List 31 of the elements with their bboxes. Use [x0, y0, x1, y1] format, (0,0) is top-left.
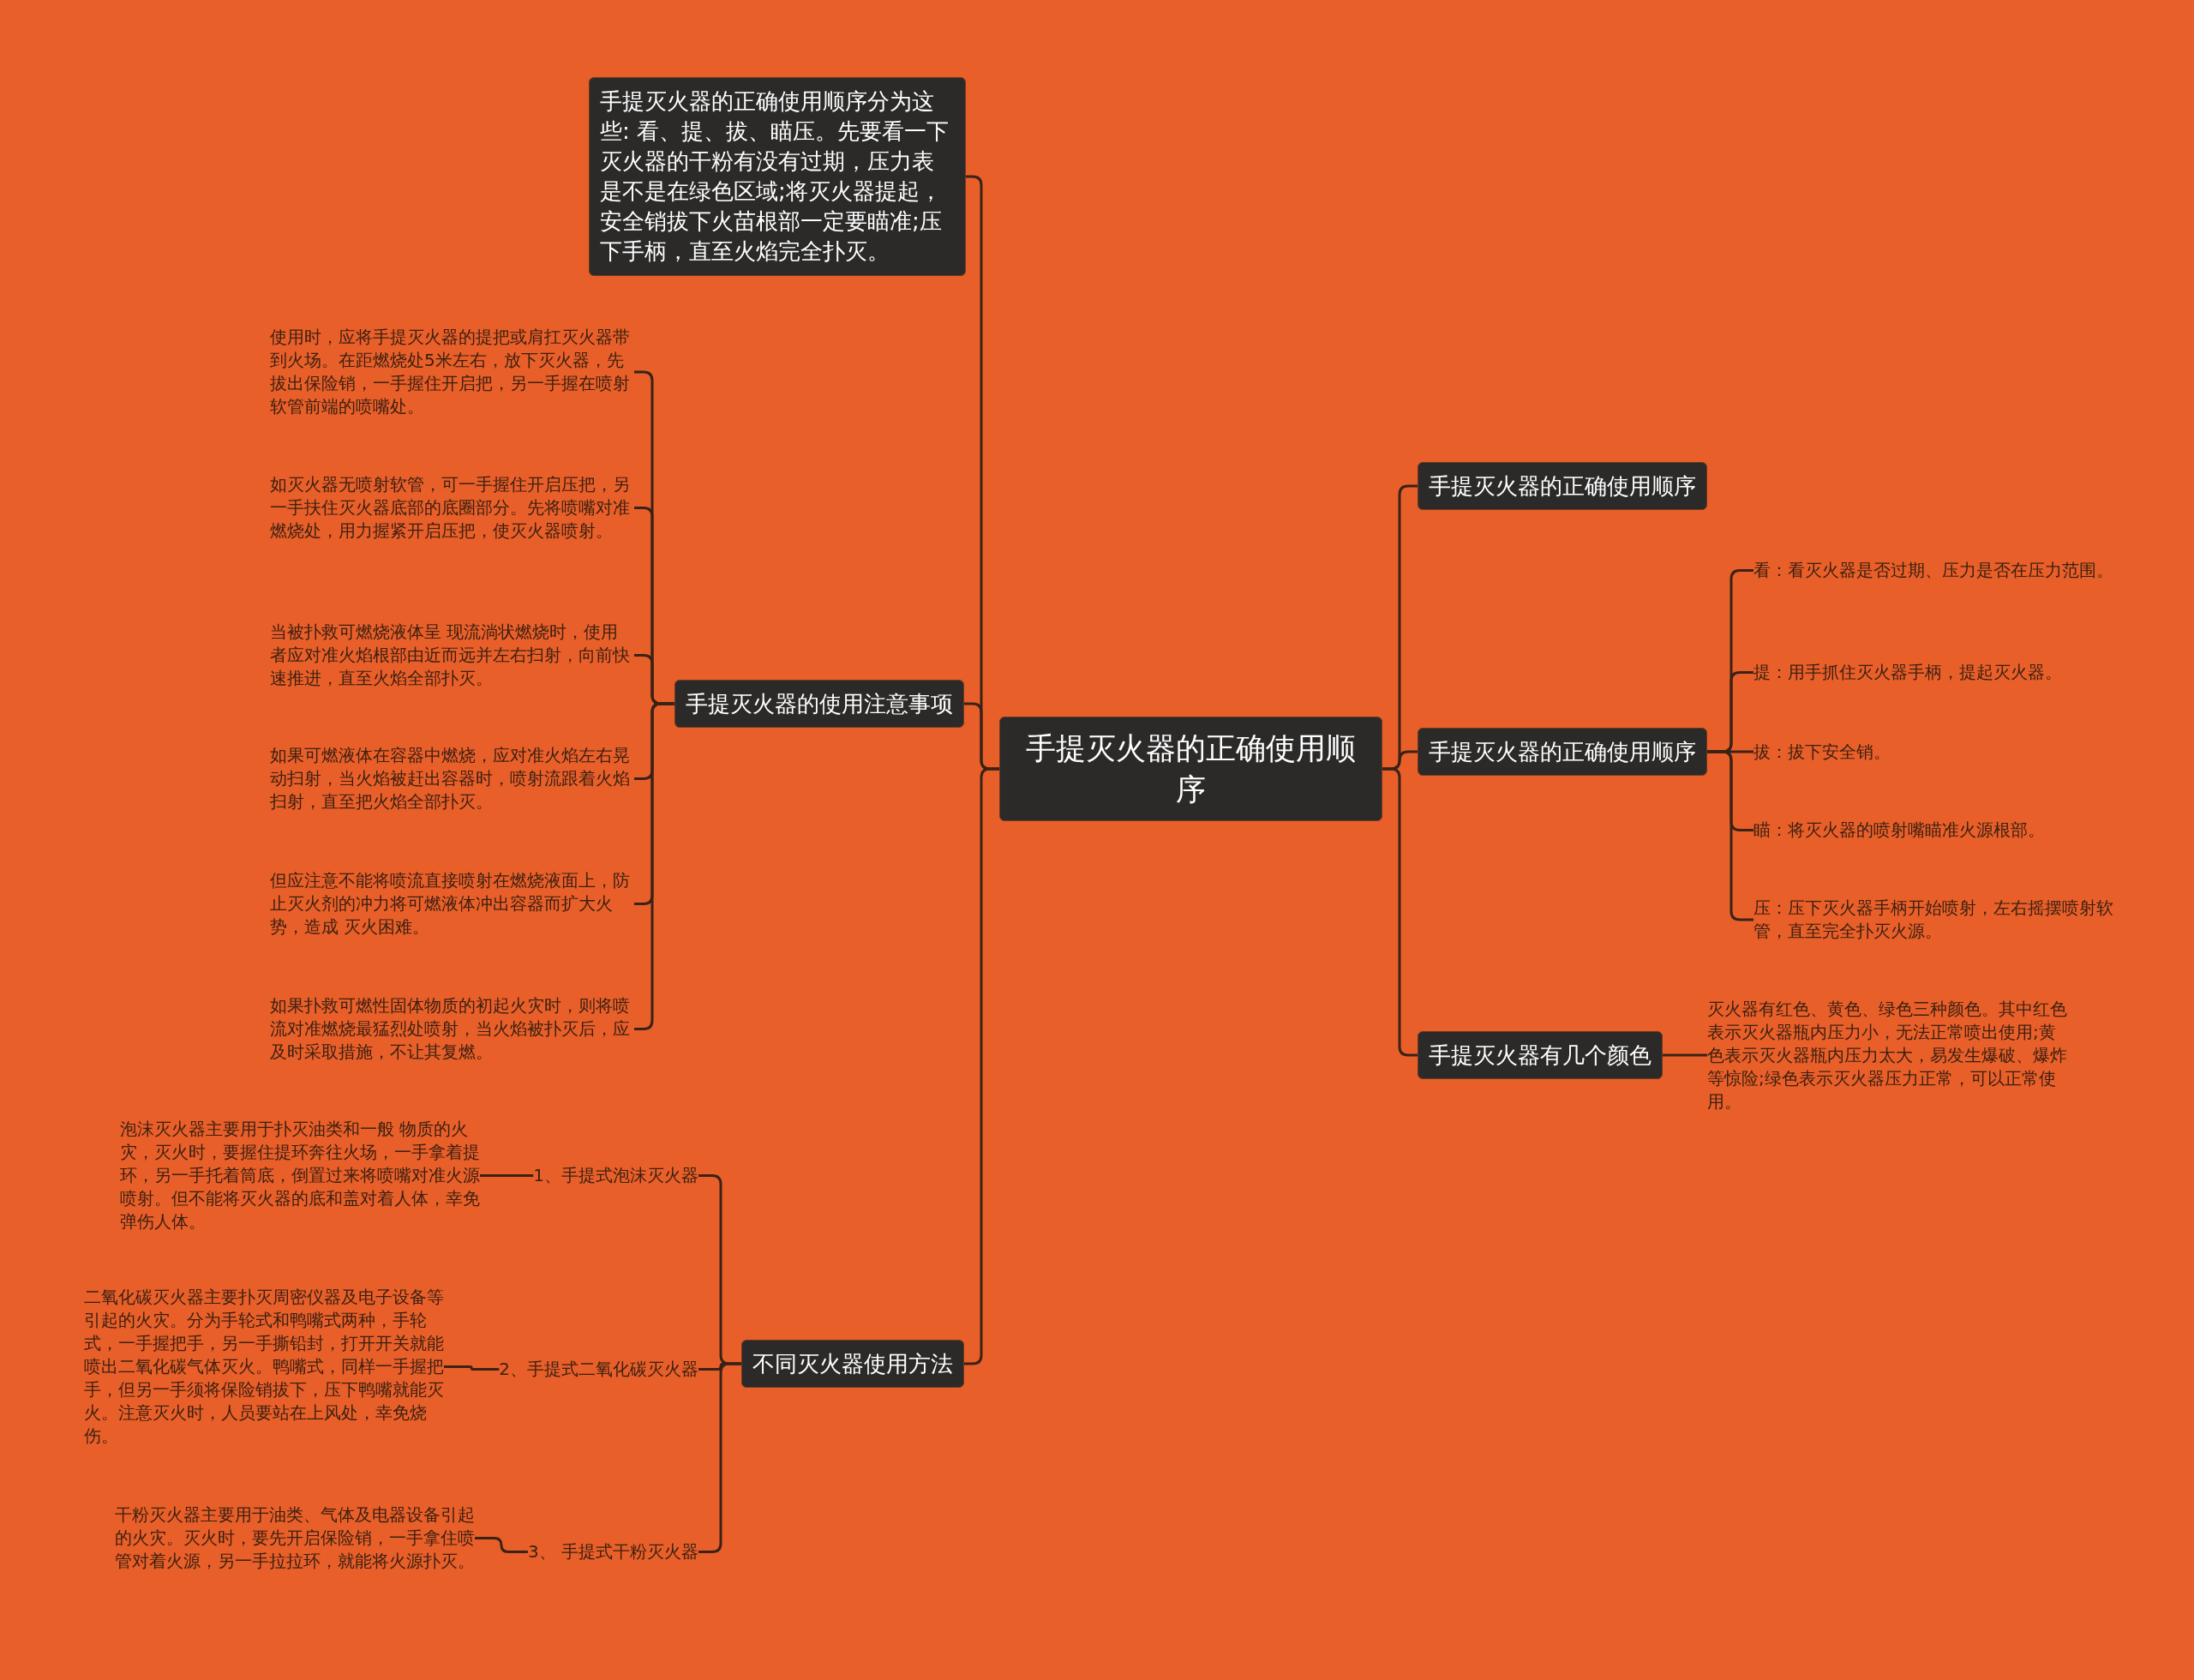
leaf-text: 拔：拔下安全销。 [1753, 741, 2122, 764]
leaf-text: 提：用手抓住灭火器手柄，提起灭火器。 [1753, 661, 2122, 684]
leaf-text: 二氧化碳灭火器主要扑灭周密仪器及电子设备等引起的火灾。分为手轮式和鸭嘴式两种，手轮式，一手握把手，另一手撕铅封，打开开关就能喷出二氧化碳气体灭火。鸭嘴式，同样一手握把手，但另一手须将保险销拔下，压下鸭嘴就能灭火。注意灭火时，人员要站在上风处，幸免烧伤。 [84, 1286, 444, 1448]
leaf-text: 如果可燃液体在容器中燃烧，应对准火焰左右晃动扫射，当火焰被赶出容器时，喷射流跟着火焰扫射，直至把火焰全部扑灭。 [270, 744, 634, 813]
connector-line [475, 1537, 528, 1553]
branch-topic-box: 不同灭火器使用方法 [741, 1340, 964, 1388]
branch-topic-box: 手提灭火器的正确使用顺序 [1418, 462, 1707, 510]
leaf-text: 泡沫灭火器主要用于扑灭油类和一般 物质的火灾，灭火时，要握住提环奔往火场，一手拿着提环，另一手托着筒底，倒置过来将喷嘴对准火源喷射。但不能将灭火器的底和盖对着人体，幸免弹伤人体。 [120, 1118, 480, 1233]
leaf-text: 如果扑救可燃性固体物质的初起火灾时，则将喷流对准燃烧最猛烈处喷射，当火焰被扑灭后，应及时采取措施，不让其复燃。 [270, 994, 634, 1064]
leaf-text: 灭火器有红色、黄色、绿色三种颜色。其中红色表示灭火器瓶内压力小，无法正常喷出使用;黄色表示灭火器瓶内压力太大，易发生爆破、爆炸等惊险;绿色表示灭火器压力正常，可以正常使用。 [1707, 998, 2071, 1113]
branch-topic-box: 手提灭火器的使用注意事项 [674, 680, 964, 728]
connector-line [480, 1174, 534, 1177]
leaf-text: 但应注意不能将喷流直接喷射在燃烧液面上，防止灭火剂的冲力将可燃液体冲出容器而扩大火势，造成 灭火困难。 [270, 869, 634, 939]
connector-line [444, 1365, 500, 1371]
connector-line [1663, 1053, 1707, 1057]
note-box: 手提灭火器的正确使用顺序分为这些: 看、提、拔、瞄压。先要看一下灭火器的干粉有没有过期，压力表是不是在绿色区域;将灭火器提起，安全销拔下火苗根部一定要瞄准;压下手柄，直至火焰完全扑灭。 [589, 77, 966, 276]
leaf-text: 看：看灭火器是否过期、压力是否在压力范围。 [1753, 559, 2122, 582]
root-topic-box: 手提灭火器的正确使用顺序 [999, 717, 1382, 821]
branch-topic-box: 手提灭火器的正确使用顺序 [1418, 728, 1707, 776]
connector-line [964, 767, 999, 1365]
leaf-text: 使用时，应将手提灭火器的提把或肩扛灭火器带到火场。在距燃烧处5米左右，放下灭火器，先拔出保险销，一手握住开启把，另一手握在喷射软管前端的喷嘴处。 [270, 326, 634, 418]
leaf-text: 当被扑救可燃烧液体呈 现流淌状燃烧时，使用者应对准火焰根部由近而远并左右扫射，向前快速推进，直至火焰全部扑灭。 [270, 621, 634, 690]
leaf-text: 压：压下灭火器手柄开始喷射，左右摇摆喷射软管，直至完全扑灭火源。 [1753, 897, 2122, 943]
leaf-text: 干粉灭火器主要用于油类、气体及电器设备引起的火灾。灭火时，要先开启保险销，一手拿住喷管对着火源，另一手拉拉环，就能将火源扑灭。 [115, 1503, 475, 1573]
subtopic-text: 3、 手提式干粉灭火器 [527, 1540, 698, 1563]
connector-line [1382, 767, 1418, 1057]
subtopic-text: 2、手提式二氧化碳灭火器 [499, 1358, 698, 1381]
subtopic-text: 1、手提式泡沫灭火器 [533, 1164, 698, 1187]
branch-topic-box: 手提灭火器有几个颜色 [1418, 1031, 1663, 1079]
leaf-text: 瞄：将灭火器的喷射嘴瞄准火源根部。 [1753, 819, 2122, 842]
leaf-text: 如灭火器无喷射软管，可一手握住开启压把，另一手扶住灭火器底部的底圈部分。先将喷嘴对准燃烧处，用力握紧开启压把，使灭火器喷射。 [270, 473, 634, 543]
